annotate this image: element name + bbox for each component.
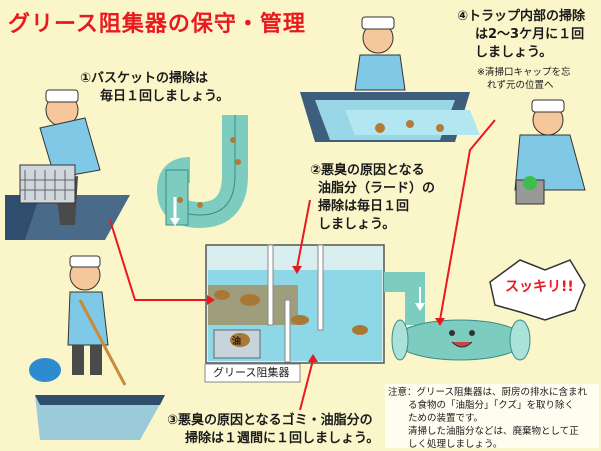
step-2-text: ②悪臭の原因となる 油脂分（ラード）の 掃除は毎日１回 しましょう。 <box>310 163 436 232</box>
step-4-note: ※清掃口キャップを忘 れず元の位置へ <box>477 67 571 91</box>
water-channel <box>345 110 480 135</box>
outlet-pipe <box>384 272 531 361</box>
sukkiri-bubble-text: スッキリ!! <box>505 279 574 295</box>
pointer-arrows <box>109 119 496 411</box>
trap-pipe <box>156 115 248 229</box>
worker-2-figure <box>29 255 127 386</box>
grease-trap-tank <box>205 244 385 364</box>
page-title: グリース阻集器の保守・管理 <box>8 12 306 37</box>
tank-label: グリース阻集器 <box>213 366 290 379</box>
worker-4-figure <box>514 99 586 205</box>
notice-box <box>385 384 599 448</box>
tank-label-box <box>204 363 301 383</box>
step-4-text: ④トラップ内部の掃除 は2〜3ケ月に１回 しましょう。 <box>457 9 586 60</box>
floor-pit <box>35 395 165 440</box>
oil-label: 油 <box>232 337 242 347</box>
worker-3-figure <box>354 16 406 91</box>
notice-text: 注意：グリース阻集器は、厨房の排水に含まれ る食物の「油脂分」「クズ」を取り除く… <box>388 387 588 450</box>
worker-1-figure <box>19 89 101 225</box>
step-1-text: ①バスケットの掃除は 毎日１回しましょう。 <box>80 71 230 104</box>
speech-bubble <box>489 259 586 321</box>
step-3-text: ③悪臭の原因となるゴミ・油脂分の 掃除は１週間に１回しましょう。 <box>167 413 380 446</box>
